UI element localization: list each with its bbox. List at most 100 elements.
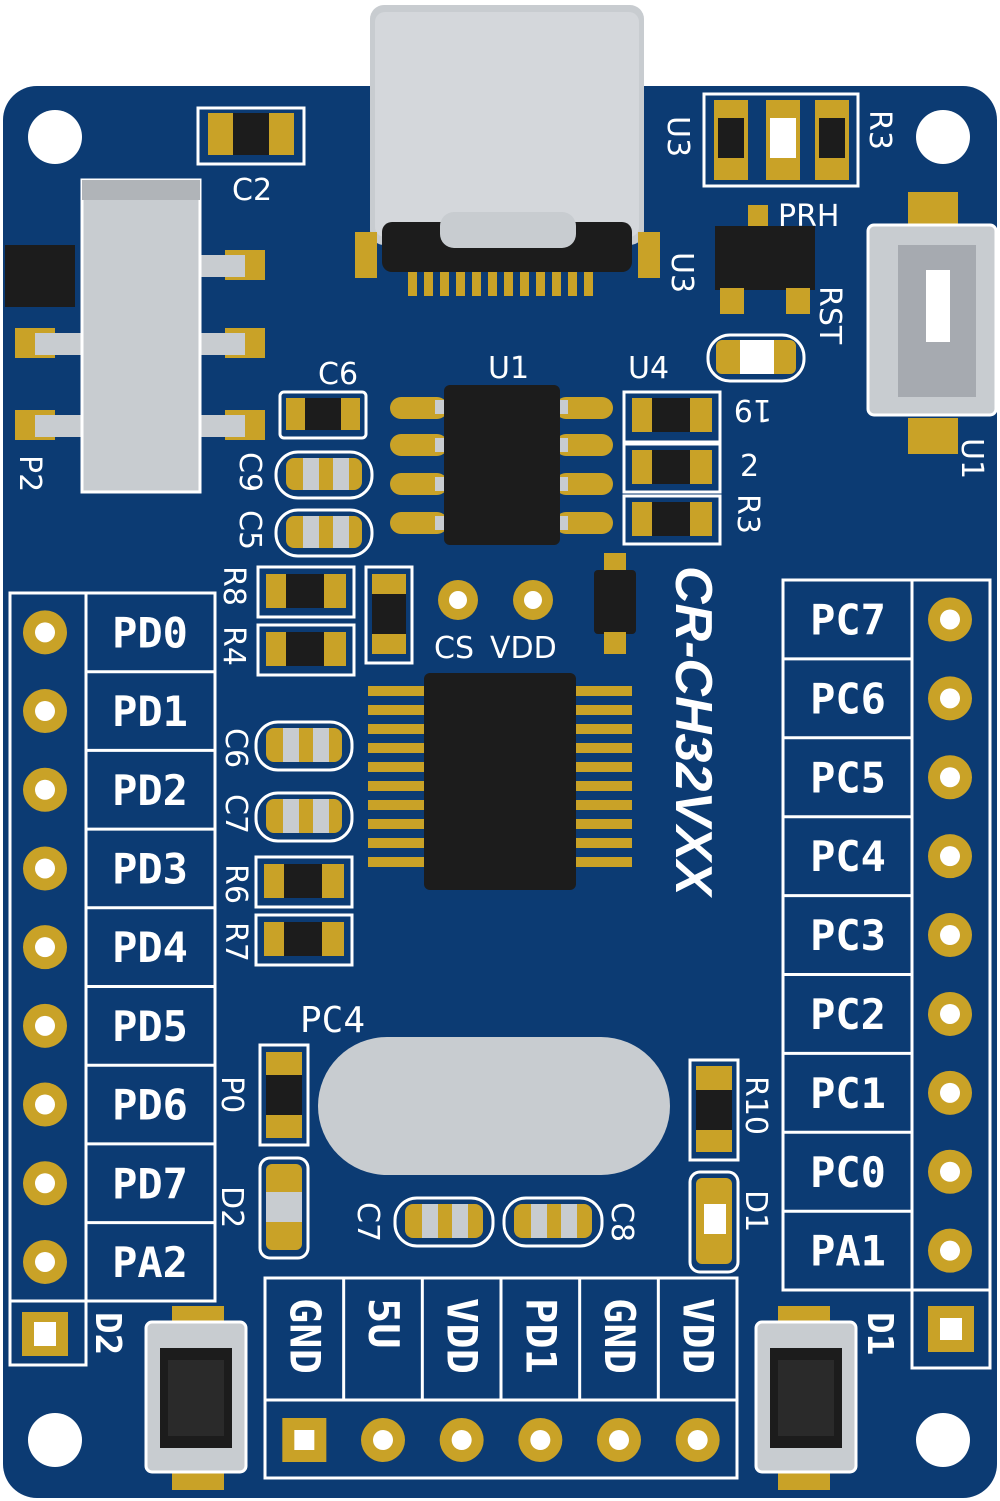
pin-label: PC4 <box>810 832 886 881</box>
label-u3a: U3 <box>660 116 695 157</box>
pin-label: PD6 <box>112 1081 188 1130</box>
label-rst: RST <box>812 286 847 345</box>
label-p0: P0 <box>214 1076 249 1113</box>
right-pin-pc7[interactable]: PC7 <box>810 595 972 644</box>
label-r19: 19 <box>734 392 772 427</box>
mounting-hole-tr <box>916 110 970 164</box>
bottom-pin-0[interactable]: GND <box>280 1298 329 1462</box>
bottom-pin-3[interactable]: PD1 <box>516 1298 565 1462</box>
capacitor-c2 <box>196 106 306 166</box>
right-pin-pc4[interactable]: PC4 <box>810 832 972 881</box>
passives-p0-d2 <box>258 1043 310 1260</box>
label-c8: C8 <box>604 1202 639 1242</box>
right-pin-pc0[interactable]: PC0 <box>810 1148 972 1197</box>
reset-button[interactable] <box>866 192 998 454</box>
label-u4: U4 <box>628 351 669 386</box>
pin-label: 5U <box>359 1298 408 1349</box>
bottom-pin-4[interactable]: GND <box>595 1298 644 1462</box>
label-c6b: C6 <box>218 728 253 768</box>
label-c9: C9 <box>232 452 267 492</box>
silkscreen-labels: C2 P2 U3 R3 PRH U3 RST C6 U1 U4 C9 C5 19… <box>12 110 989 1355</box>
right-pin-pc2[interactable]: PC2 <box>810 990 972 1039</box>
right-pin-pa1[interactable]: PA1 <box>810 1227 972 1276</box>
label-d1b: D1 <box>859 1312 900 1355</box>
pin-label: PD2 <box>112 766 188 815</box>
label-c5: C5 <box>232 510 267 550</box>
left-pin-pd5[interactable]: PD5 <box>23 1002 188 1051</box>
label-r4: R4 <box>216 626 251 666</box>
pin-label: PC3 <box>810 911 886 960</box>
left-pin-pd7[interactable]: PD7 <box>23 1159 188 1208</box>
capacitor-column-top <box>274 390 374 558</box>
passives-mid-left <box>254 720 354 967</box>
left-pin-pd2[interactable]: PD2 <box>23 766 188 815</box>
right-pin-pc1[interactable]: PC1 <box>810 1069 972 1118</box>
mounting-hole-bl <box>28 1413 82 1467</box>
capacitors-c7-c8 <box>393 1196 604 1248</box>
label-d1a: D1 <box>738 1190 773 1232</box>
left-pin-pd1[interactable]: PD1 <box>23 687 188 736</box>
button-bottom-left[interactable] <box>144 1306 248 1490</box>
pin-label: PD3 <box>112 844 188 893</box>
label-p2: P2 <box>12 455 47 492</box>
pin-label: PD4 <box>112 923 188 972</box>
chip-mcu <box>368 673 632 890</box>
left-pin-pd0[interactable]: PD0 <box>23 608 188 657</box>
right-pin-header <box>781 578 992 1370</box>
label-r7: R7 <box>218 922 253 962</box>
regulator-u3 <box>715 205 815 314</box>
resistors-r8-r4 <box>256 565 414 677</box>
pin-label: PC1 <box>810 1069 886 1118</box>
label-pc4: PC4 <box>300 1000 365 1041</box>
label-r10: R10 <box>738 1076 773 1135</box>
pin-label: PD0 <box>112 608 188 657</box>
board-title: CR-CH32VXX <box>664 566 722 899</box>
right-pin-pc5[interactable]: PC5 <box>810 753 972 802</box>
smd-array-top-right <box>702 92 860 188</box>
left-pin-header <box>8 591 217 1367</box>
pin-label: VDD <box>674 1298 723 1374</box>
left-pin-pa2[interactable]: PA2 <box>23 1238 188 1287</box>
left-pin-pd6[interactable]: PD6 <box>23 1081 188 1130</box>
label-r2: 2 <box>740 449 759 484</box>
label-u1chip: U1 <box>488 351 529 386</box>
chip-u1 <box>390 385 613 545</box>
pin-label: PD1 <box>516 1298 565 1374</box>
pin-label: GND <box>280 1298 329 1374</box>
passives-r10-d1 <box>688 1058 740 1274</box>
pin-label: VDD <box>438 1298 487 1374</box>
label-u1side: U1 <box>954 438 989 479</box>
resistor-column-u4 <box>622 390 722 546</box>
bottom-pin-5[interactable]: VDD <box>674 1298 723 1462</box>
left-pin-pd4[interactable]: PD4 <box>23 923 188 972</box>
pin-label: PA1 <box>810 1227 886 1276</box>
label-r3b: R3 <box>730 494 765 534</box>
bottom-pin-cells: GND 5U VDD PD1 GND VDD <box>280 1278 723 1462</box>
label-c7b: C7 <box>350 1202 385 1242</box>
label-r6: R6 <box>218 864 253 904</box>
right-pin-pc6[interactable]: PC6 <box>810 674 972 723</box>
pin-label: PC5 <box>810 753 886 802</box>
diode-top <box>594 553 636 654</box>
right-pin-pc3[interactable]: PC3 <box>810 911 972 960</box>
label-d2a: D2 <box>214 1186 249 1228</box>
button-bottom-right[interactable] <box>754 1306 858 1490</box>
pin-label: PD7 <box>112 1159 188 1208</box>
pin-label: PD5 <box>112 1002 188 1051</box>
label-r8: R8 <box>216 566 251 606</box>
usb-c-connector[interactable] <box>355 5 660 296</box>
power-switch[interactable] <box>5 178 265 494</box>
label-c6a: C6 <box>318 357 358 392</box>
bottom-pin-2[interactable]: VDD <box>438 1298 487 1462</box>
pin-label: PC7 <box>810 595 886 644</box>
mounting-holes <box>28 110 970 1467</box>
left-pin-pd3[interactable]: PD3 <box>23 844 188 893</box>
label-prh: PRH <box>778 199 840 234</box>
mounting-hole-br <box>916 1413 970 1467</box>
bottom-pin-1[interactable]: 5U <box>359 1298 408 1462</box>
label-u3b: U3 <box>664 252 699 293</box>
mounting-hole-tl <box>28 110 82 164</box>
pin-label: PC0 <box>810 1148 886 1197</box>
